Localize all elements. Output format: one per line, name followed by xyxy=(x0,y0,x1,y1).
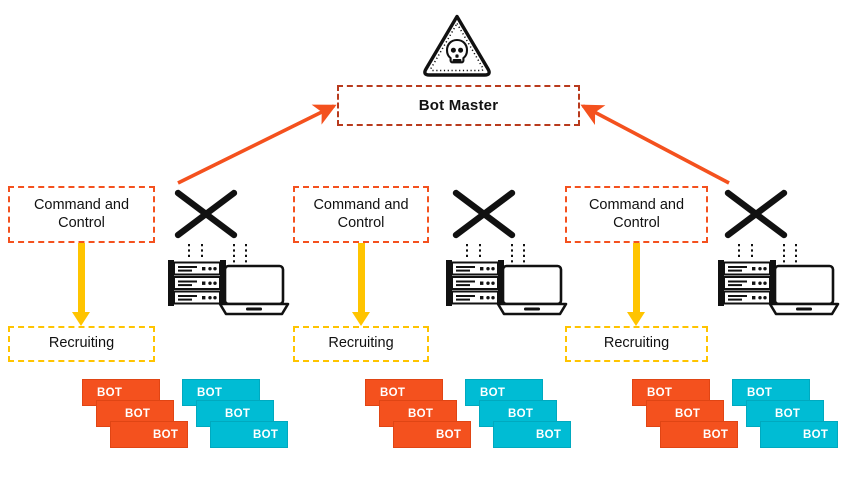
bot-card: BOT xyxy=(660,421,738,448)
bot-label: BOT xyxy=(536,428,562,441)
laptop-icon xyxy=(496,264,568,316)
cc-to-recruiting-arrow-1 xyxy=(70,243,92,326)
right-uplink-arrow xyxy=(580,104,730,185)
recruiting-label: Recruiting xyxy=(48,335,115,352)
bot-master-label: Bot Master xyxy=(418,96,499,114)
bot-label: BOT xyxy=(647,386,673,399)
recruiting-label: Recruiting xyxy=(328,335,394,352)
cc-to-recruiting-arrow-2 xyxy=(350,243,372,326)
recruiting-box-3: Recruiting xyxy=(565,326,708,362)
laptop-icon xyxy=(218,264,290,316)
bot-label: BOT xyxy=(803,428,829,441)
server-rack-icon xyxy=(718,260,776,306)
command-and-control-label: Command and Control xyxy=(588,197,685,231)
bot-label: BOT xyxy=(197,386,223,399)
satellite-antenna-x-icon xyxy=(174,189,238,239)
bot-label: BOT xyxy=(508,407,534,420)
server-rack-icon xyxy=(168,260,226,306)
bot-label: BOT xyxy=(775,407,801,420)
laptop-icon xyxy=(768,264,840,316)
left-uplink-arrow xyxy=(177,104,337,185)
bot-card: BOT xyxy=(632,379,710,406)
bot-card: BOT xyxy=(393,421,471,448)
satellite-antenna-x-icon xyxy=(724,189,788,239)
recruiting-box-1: Recruiting xyxy=(8,326,155,362)
bot-label: BOT xyxy=(380,386,406,399)
bot-card: BOT xyxy=(110,421,188,448)
command-and-control-box-1: Command and Control xyxy=(8,186,155,243)
bot-label: BOT xyxy=(436,428,462,441)
bot-label: BOT xyxy=(408,407,434,420)
command-and-control-box-2: Command and Control xyxy=(293,186,429,243)
recruiting-box-2: Recruiting xyxy=(293,326,429,362)
command-and-control-label: Command and Control xyxy=(313,197,409,231)
server-rack-icon xyxy=(446,260,504,306)
satellite-antenna-x-icon xyxy=(452,189,516,239)
bot-label: BOT xyxy=(153,428,179,441)
bot-label: BOT xyxy=(225,407,251,420)
bot-label: BOT xyxy=(253,428,279,441)
command-and-control-label: Command and Control xyxy=(33,197,130,231)
bot-label: BOT xyxy=(675,407,701,420)
bot-label: BOT xyxy=(97,386,123,399)
bot-label: BOT xyxy=(703,428,729,441)
command-and-control-box-3: Command and Control xyxy=(565,186,708,243)
bot-card: BOT xyxy=(760,421,838,448)
bot-label: BOT xyxy=(125,407,151,420)
bot-label: BOT xyxy=(747,386,773,399)
bot-card: BOT xyxy=(493,421,571,448)
bot-card: BOT xyxy=(210,421,288,448)
bot-master-box: Bot Master xyxy=(337,85,580,126)
recruiting-label: Recruiting xyxy=(603,335,670,352)
cc-to-recruiting-arrow-3 xyxy=(625,243,647,326)
bot-label: BOT xyxy=(480,386,506,399)
